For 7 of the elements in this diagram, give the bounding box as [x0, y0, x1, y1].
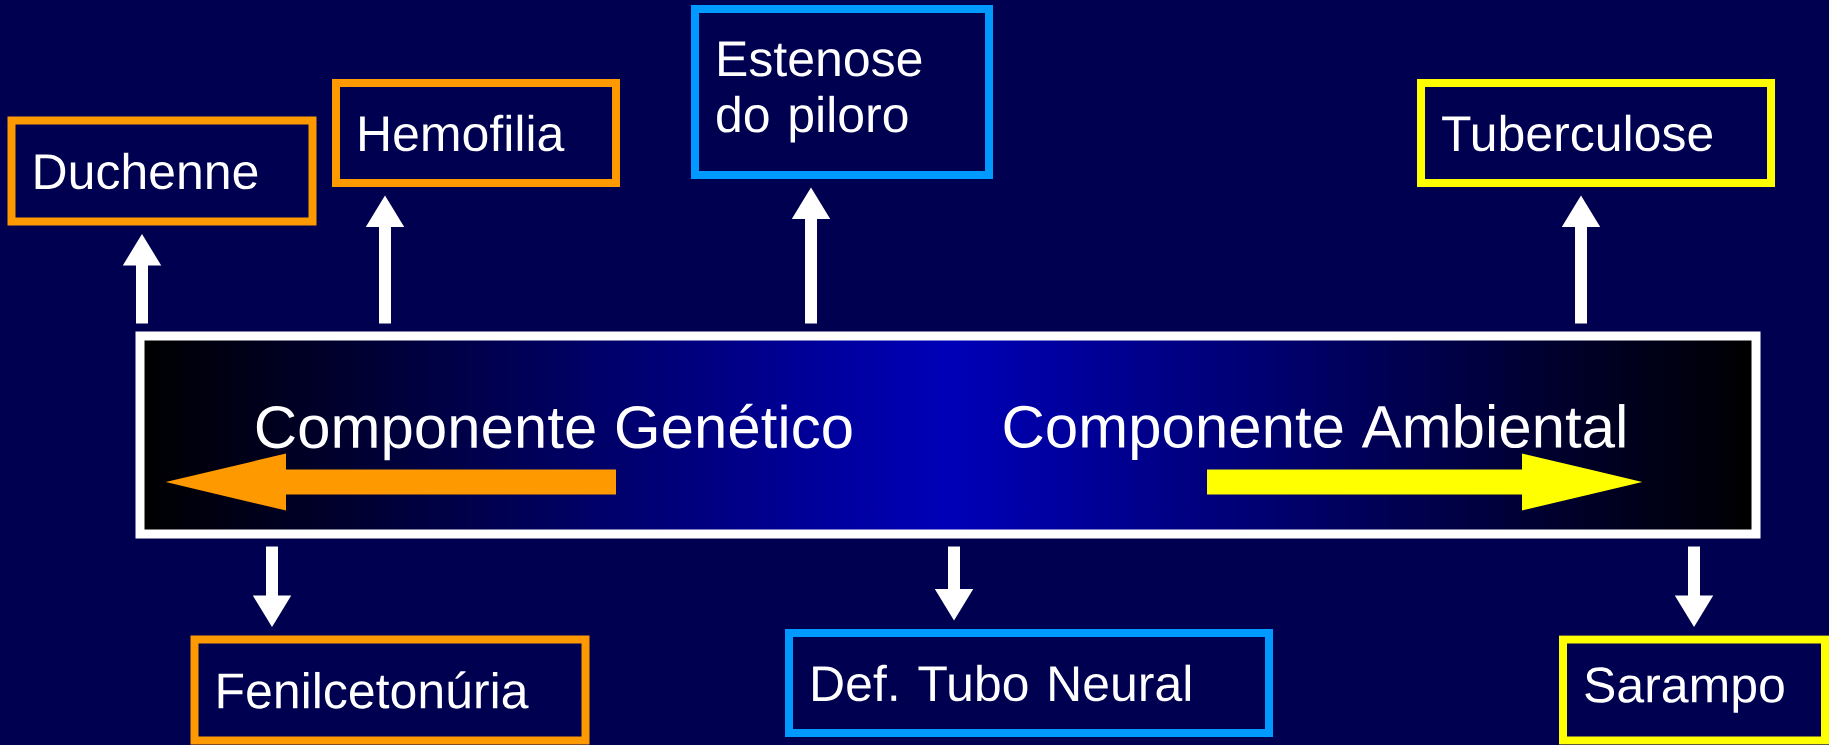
disease-box: Fenilcetonúria: [190, 635, 590, 745]
disease-box: Estenose do piloro: [691, 5, 993, 179]
disease-box: Hemofilia: [332, 79, 620, 187]
disease-box: Def. Tubo Neural: [785, 629, 1273, 737]
disease-box: Sarampo: [1559, 635, 1829, 745]
disease-box: Tuberculose: [1417, 79, 1775, 187]
disease-box: Duchenne: [7, 116, 317, 226]
